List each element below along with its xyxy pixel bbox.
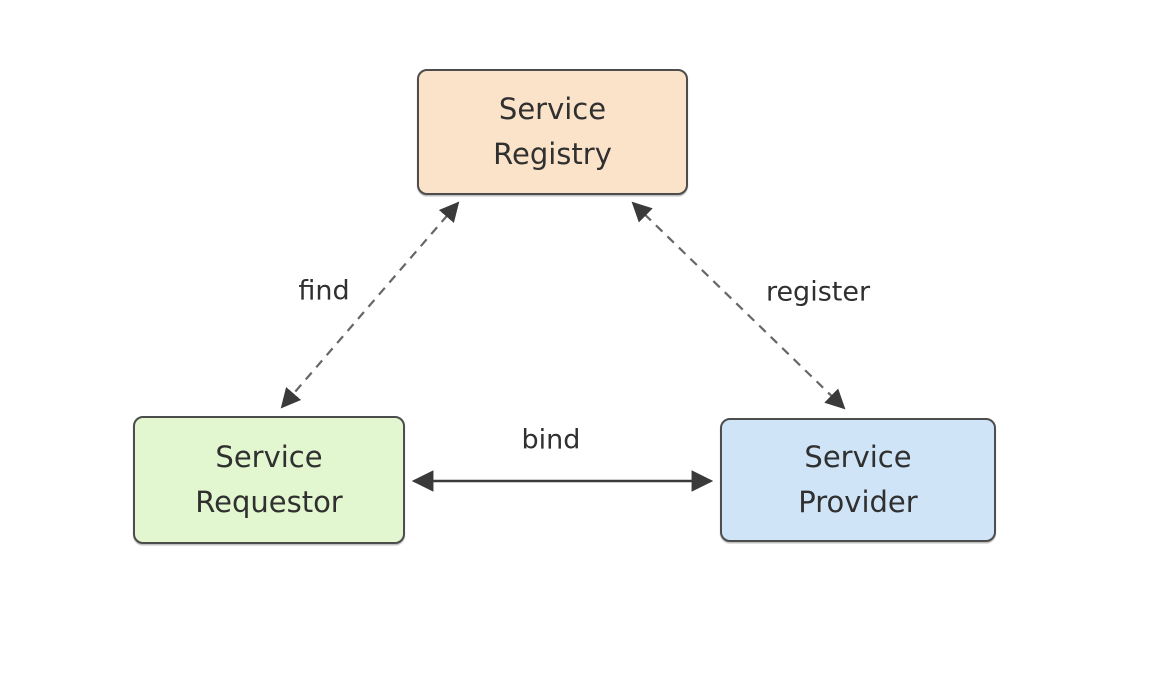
register-arrow <box>631 201 846 410</box>
node-service-requestor: Service Requestor <box>133 416 405 544</box>
node-service-registry: Service Registry <box>417 69 688 195</box>
edge-label-bind: bind <box>517 424 585 456</box>
find-arrow <box>280 201 460 409</box>
edge-label-find: find <box>294 275 354 307</box>
node-service-provider: Service Provider <box>720 418 996 542</box>
edge-label-register: register <box>761 276 875 308</box>
